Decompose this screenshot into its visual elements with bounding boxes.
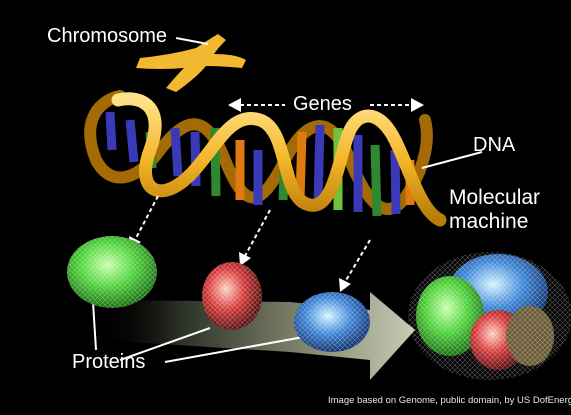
- protein-green: [67, 236, 157, 308]
- dna-helix-shape: [84, 90, 447, 227]
- chromosome-shape: [136, 34, 246, 92]
- genes-span-arrow: [228, 98, 424, 112]
- image-credit: Image based on Genome, public domain, by…: [328, 395, 571, 406]
- protein-blue: [294, 292, 370, 352]
- chromosome-label: Chromosome: [47, 25, 168, 47]
- protein-red: [202, 262, 262, 330]
- dna-label: DNA: [473, 134, 516, 156]
- molecular-machine-line2: machine: [449, 210, 529, 233]
- genes-label: Genes: [293, 93, 352, 115]
- gene-to-protein-arrows: [134, 195, 371, 283]
- molecular-machine-label: Molecular machine: [449, 186, 540, 234]
- proteins-label: Proteins: [72, 351, 146, 373]
- molecular-machine-line1: Molecular: [449, 186, 541, 209]
- molecular-machine-complex: [408, 252, 571, 380]
